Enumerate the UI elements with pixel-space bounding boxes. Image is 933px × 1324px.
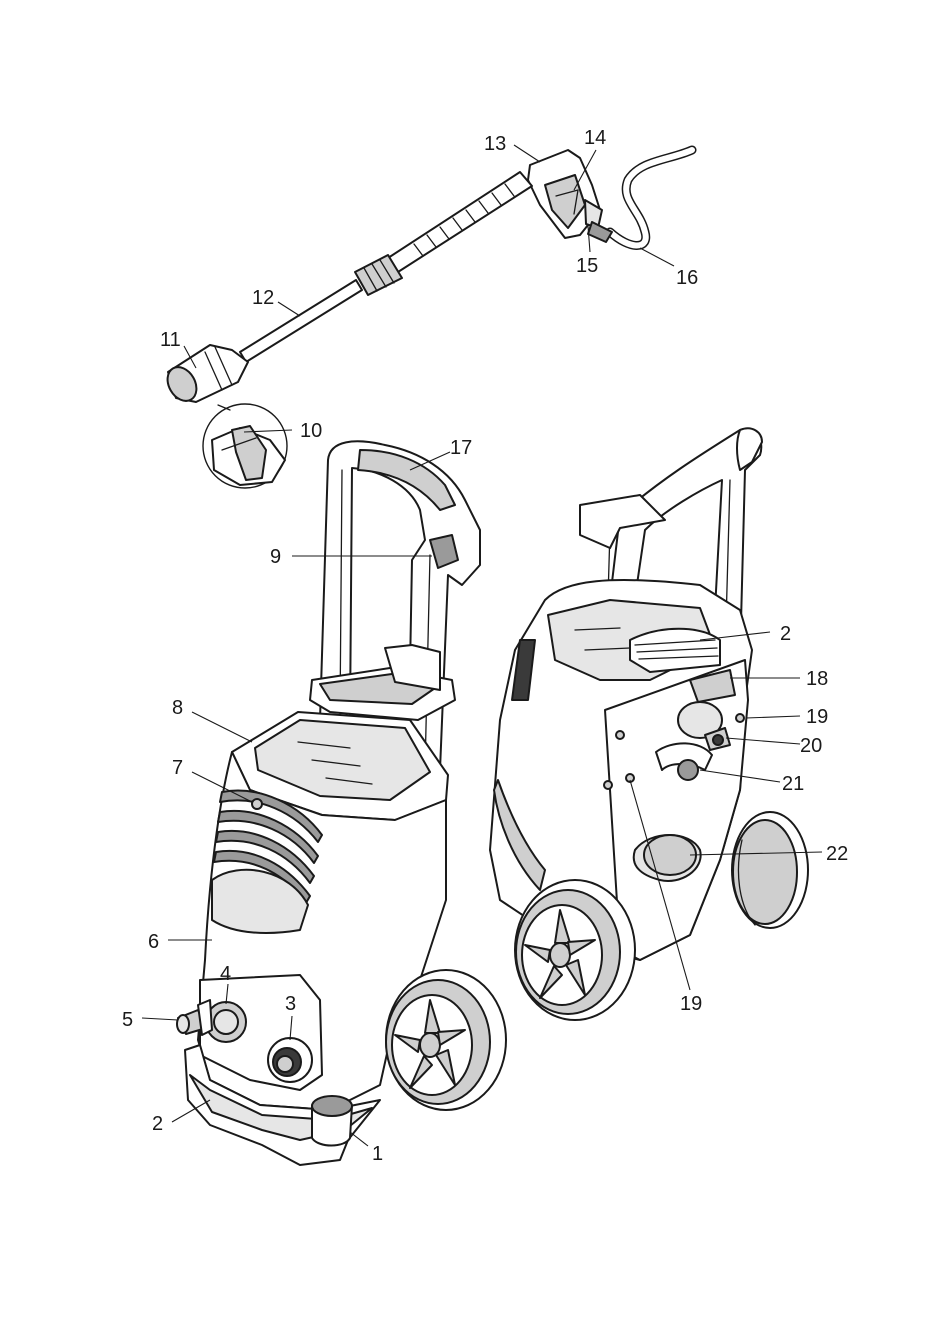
pressure-washer-rear-view [490, 428, 808, 1020]
callout-2-front: 2 [152, 1113, 163, 1135]
callout-11: 11 [160, 329, 181, 351]
callout-1: 1 [372, 1143, 383, 1165]
callout-10: 10 [300, 420, 322, 442]
callout-19-bottom: 19 [680, 993, 702, 1015]
callout-16: 16 [676, 267, 698, 289]
rear-screw-right [736, 714, 744, 722]
callout-7: 7 [172, 757, 183, 779]
callout-14: 14 [584, 127, 606, 149]
spray-gun-assembly [162, 150, 692, 488]
wheel-front-view [386, 970, 506, 1110]
wheel-rear-right [732, 812, 808, 928]
callout-2-rear: 2 [780, 623, 791, 645]
callout-5: 5 [122, 1009, 133, 1031]
callout-18: 18 [806, 668, 828, 690]
vent-screw [252, 799, 262, 809]
callout-20: 20 [800, 735, 822, 757]
wheel-rear-left [515, 880, 635, 1020]
callout-6: 6 [148, 931, 159, 953]
callout-19-right: 19 [806, 706, 828, 728]
callout-4: 4 [220, 963, 231, 985]
pressure-washer-front-view [177, 441, 506, 1165]
callout-9: 9 [270, 546, 281, 568]
callout-12: 12 [252, 287, 274, 309]
callout-22: 22 [826, 843, 848, 865]
callout-15: 15 [576, 255, 598, 277]
callout-8: 8 [172, 697, 183, 719]
callout-17: 17 [450, 437, 472, 459]
callout-21: 21 [782, 773, 804, 795]
spray-lance [388, 172, 532, 272]
callout-13: 13 [484, 133, 506, 155]
callout-3: 3 [285, 993, 296, 1015]
